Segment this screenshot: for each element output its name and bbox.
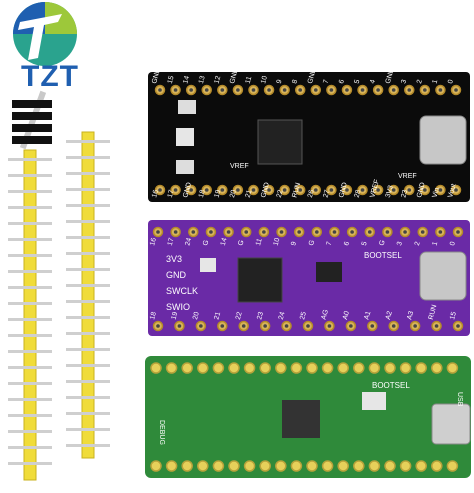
black-top-pin-label: 7 xyxy=(323,79,331,85)
black-bottom-pin-label: Vout xyxy=(447,183,457,198)
purple-bootsel-label: BOOTSEL xyxy=(364,251,402,260)
black-top-pin-label: 9 xyxy=(276,79,284,85)
brand-logo-icon xyxy=(13,2,77,66)
black-top-pin-label: 12 xyxy=(213,75,222,84)
black-top-pin-label: GND xyxy=(229,68,240,85)
purple-top-pin-label: G xyxy=(379,239,387,246)
purple-side-label: SWCLK xyxy=(166,286,198,296)
angled-header-pins xyxy=(12,90,52,150)
purple-bottom-pin-label: 18 xyxy=(149,311,158,320)
purple-top-pin-label: 9 xyxy=(290,241,298,247)
purple-top-pin-label: 17 xyxy=(167,237,176,246)
purple-top-pin-label: 24 xyxy=(184,237,193,246)
purple-bottom-pin-label: A3 xyxy=(406,310,415,320)
purple-top-pin-label: 5 xyxy=(361,241,369,247)
black-bottom-pin-label: GND xyxy=(260,182,271,199)
black-bottom-pin-label: GND xyxy=(416,182,427,199)
black-top-pin-label: 14 xyxy=(182,75,191,84)
black-bottom-pin-label: VREF xyxy=(369,179,381,199)
black-top-pin-label: 4 xyxy=(369,79,377,85)
purple-top-pin-label: G xyxy=(202,239,210,246)
black-top-pin-label: 1 xyxy=(432,79,440,85)
purple-side-label: GND xyxy=(166,270,187,280)
purple-bottom-pin-label: A2 xyxy=(385,310,394,320)
purple-top-pin-label: 0 xyxy=(449,241,457,247)
black-bottom-pin-label: 3V3 xyxy=(385,185,395,199)
black-bottom-pin-label: 28 xyxy=(354,189,363,198)
black-bottom-pin-label: Vin xyxy=(432,187,441,199)
black-top-pin-label: 0 xyxy=(447,79,455,85)
black-bottom-pin-label: 23 xyxy=(400,189,409,198)
black-bottom-pin-label: 20 xyxy=(229,189,238,198)
black-top-pin-label: 13 xyxy=(198,75,207,84)
black-bottom-pin-label: 27 xyxy=(323,189,332,198)
green-usb-label: USB xyxy=(456,392,463,407)
purple-top-pin-label: 3 xyxy=(396,241,404,247)
purple-bottom-pin-label: A0 xyxy=(342,310,351,320)
black-bottom-pin-label: 16 xyxy=(151,189,160,198)
black-top-pin-label: 15 xyxy=(167,75,176,84)
black-top-pin-label: GND xyxy=(151,68,162,85)
black-top-pin-label: GND xyxy=(385,68,396,85)
purple-top-pin-label: 16 xyxy=(149,237,158,246)
black-bottom-pin-label: GND xyxy=(182,182,193,199)
black-top-pin-label: 3 xyxy=(400,79,408,85)
black-bottom-pin-label: 19 xyxy=(213,189,222,198)
green-board: BOOTSEL DEBUG USB xyxy=(145,356,471,478)
purple-top-pin-label: G xyxy=(237,239,245,246)
black-bottom-pin-label: 26 xyxy=(307,189,316,198)
yellow-pin-header-left xyxy=(8,149,52,481)
purple-bottom-pin-label: RUN xyxy=(428,304,439,320)
purple-bottom-pin-label: 15 xyxy=(449,311,458,320)
black-top-pin-label: 5 xyxy=(354,79,362,85)
purple-top-pin-label: 1 xyxy=(432,241,440,247)
black-bottom-pin-label: GND xyxy=(338,182,349,199)
black-top-pin-label: 11 xyxy=(245,76,254,85)
purple-bottom-pin-label: A1 xyxy=(363,310,372,320)
purple-bottom-pin-label: 23 xyxy=(256,311,265,320)
black-vref-label: VREF xyxy=(230,163,249,170)
purple-top-pin-label: 10 xyxy=(273,237,282,246)
green-debug-label: DEBUG xyxy=(158,420,165,445)
purple-bottom-pin-label: 25 xyxy=(299,311,308,320)
black-bottom-pin-label: 22 xyxy=(276,189,285,198)
purple-bottom-pin-label: AG xyxy=(321,309,330,321)
purple-bottom-pin-label: 20 xyxy=(192,311,201,320)
purple-bottom-pin-label: 22 xyxy=(235,311,244,320)
purple-side-label: SWIO xyxy=(166,302,190,312)
purple-bottom-pin-label: 24 xyxy=(278,311,287,320)
purple-top-pin-label: 6 xyxy=(343,241,351,247)
black-vref-label-2: VREF xyxy=(398,173,417,180)
black-top-pin-label: 8 xyxy=(291,79,299,85)
purple-bottom-pin-label: 21 xyxy=(213,311,222,320)
purple-top-pin-label: 14 xyxy=(220,237,229,246)
black-top-pin-label: 6 xyxy=(338,79,346,85)
green-bootsel-label: BOOTSEL xyxy=(372,381,410,390)
brand-name: TZT xyxy=(21,60,79,93)
black-bottom-pin-label: 18 xyxy=(198,189,207,198)
purple-top-pin-label: 11 xyxy=(255,238,264,247)
purple-top-pin-label: 7 xyxy=(326,241,334,247)
black-top-pin-label: GND xyxy=(307,68,318,85)
black-top-pin-label: 2 xyxy=(416,79,424,85)
purple-side-label: 3V3 xyxy=(166,254,182,264)
black-top-pin-label: 10 xyxy=(260,75,269,84)
black-bottom-pin-label: 17 xyxy=(167,189,176,198)
purple-bottom-pin-label: 19 xyxy=(171,311,180,320)
purple-top-pin-label: 2 xyxy=(414,241,422,247)
black-bottom-pin-label: RUN xyxy=(291,182,302,198)
purple-top-pin-label: G xyxy=(308,239,316,246)
black-bottom-pin-label: 21 xyxy=(245,189,254,198)
yellow-pin-header-right xyxy=(66,131,110,459)
